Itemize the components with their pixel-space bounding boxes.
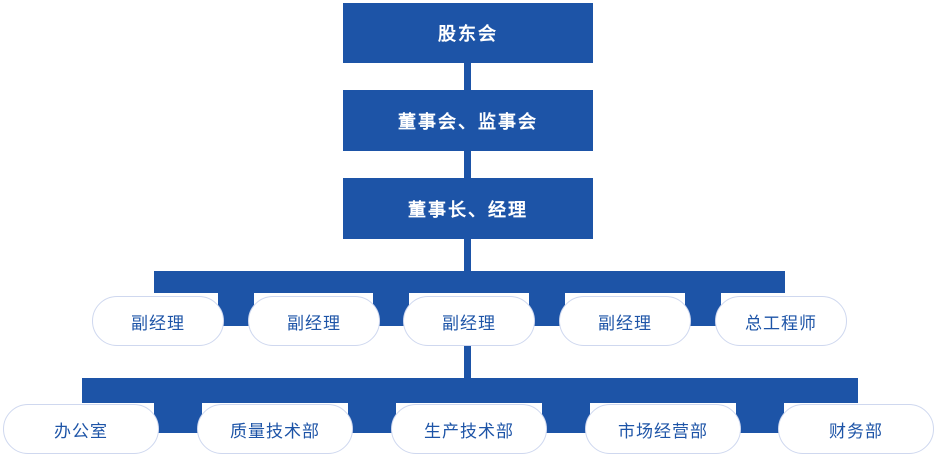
org-pill-deputy-manager-1: 副经理 [92, 296, 224, 346]
connector-stub-row2-2 [348, 400, 396, 433]
org-pill-finance-dept: 财务部 [778, 404, 934, 454]
connector-line-2 [464, 150, 471, 179]
connector-line-1 [464, 62, 471, 91]
org-pill-office: 办公室 [3, 404, 159, 454]
org-pill-deputy-manager-2: 副经理 [248, 296, 380, 346]
connector-stub-row2-4 [736, 400, 784, 433]
connector-bar-row2 [82, 378, 858, 403]
connector-line-4 [464, 345, 471, 379]
org-box-board-and-supervisory: 董事会、监事会 [343, 90, 593, 151]
connector-line-3 [464, 238, 471, 272]
org-box-chairman-and-manager: 董事长、经理 [343, 178, 593, 239]
org-pill-deputy-manager-3: 副经理 [403, 296, 535, 346]
org-pill-chief-engineer: 总工程师 [715, 296, 847, 346]
org-pill-production-technology-dept: 生产技术部 [391, 404, 547, 454]
org-pill-deputy-manager-4: 副经理 [559, 296, 691, 346]
org-pill-quality-technology-dept: 质量技术部 [197, 404, 353, 454]
org-box-shareholders-meeting: 股东会 [343, 3, 593, 63]
connector-bar-row1 [154, 271, 785, 293]
connector-stub-row2-1 [154, 400, 202, 433]
connector-stub-row2-3 [542, 400, 590, 433]
org-pill-market-operations-dept: 市场经营部 [585, 404, 741, 454]
